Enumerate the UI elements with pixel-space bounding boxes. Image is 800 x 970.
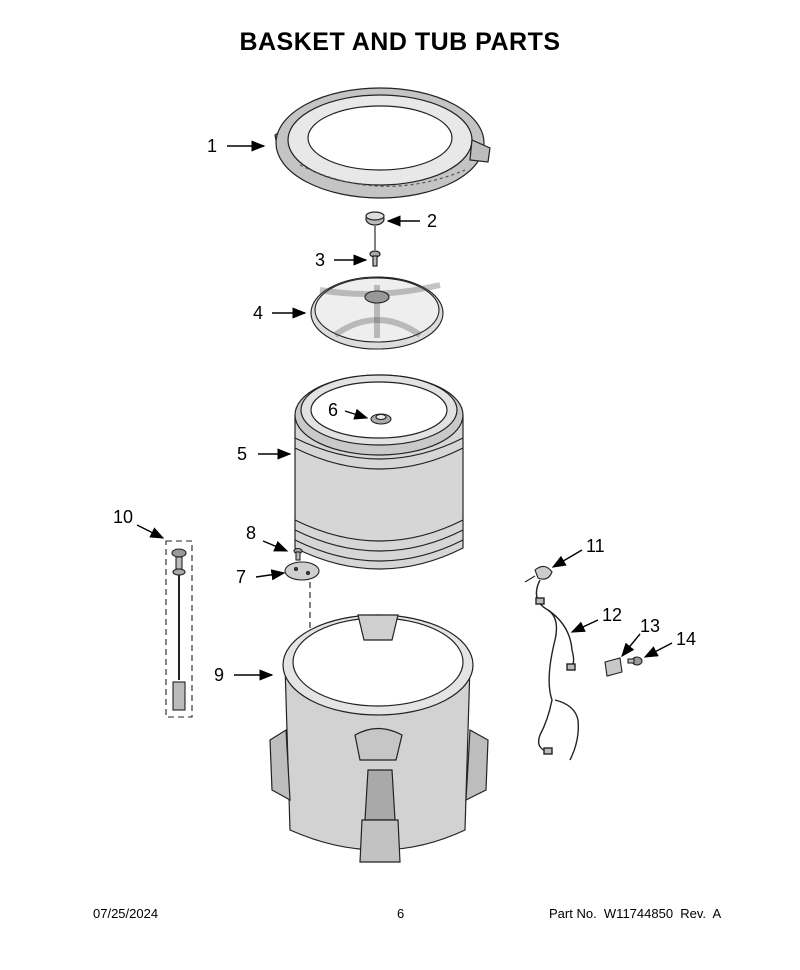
callout-8: 8 (246, 523, 257, 543)
page-title: BASKET AND TUB PARTS (239, 28, 561, 56)
footer-date: 07/25/2024 (93, 906, 159, 921)
callout-5: 5 (237, 444, 248, 464)
part-10-suspension-rod[interactable] (165, 540, 193, 718)
part-13-sensor[interactable] (604, 657, 623, 677)
callout-2: 2 (427, 211, 438, 231)
part-8-bolt[interactable] (293, 547, 303, 561)
callout-13: 13 (640, 616, 661, 636)
part-12-wire-harness[interactable] (535, 579, 580, 761)
callout-10: 10 (113, 507, 134, 527)
callout-3: 3 (315, 250, 326, 270)
callout-arrows (136, 140, 673, 681)
part-2-cap[interactable] (365, 211, 385, 226)
callout-4: 4 (253, 303, 264, 323)
part-9-outer-tub[interactable] (269, 614, 489, 863)
part-1-tub-ring[interactable] (274, 87, 491, 199)
callout-6: 6 (328, 400, 339, 420)
callout-11: 11 (586, 536, 605, 556)
callout-9: 9 (214, 665, 225, 685)
callout-1: 1 (207, 136, 218, 156)
part-3-bolt[interactable] (369, 250, 381, 267)
part-6-hub-nut[interactable] (370, 413, 392, 425)
callout-12: 12 (602, 605, 623, 625)
footer-page-number: 6 (397, 906, 405, 921)
callout-7: 7 (236, 567, 247, 587)
part-5-basket[interactable] (294, 374, 464, 570)
part-14-screw[interactable] (627, 656, 643, 666)
callout-14: 14 (676, 629, 697, 649)
part-11-clip[interactable] (524, 565, 553, 583)
footer-part-number: Part No. W11744850 Rev. A (549, 906, 722, 921)
part-7-plate[interactable] (284, 561, 320, 581)
part-4-impeller[interactable] (310, 276, 444, 350)
